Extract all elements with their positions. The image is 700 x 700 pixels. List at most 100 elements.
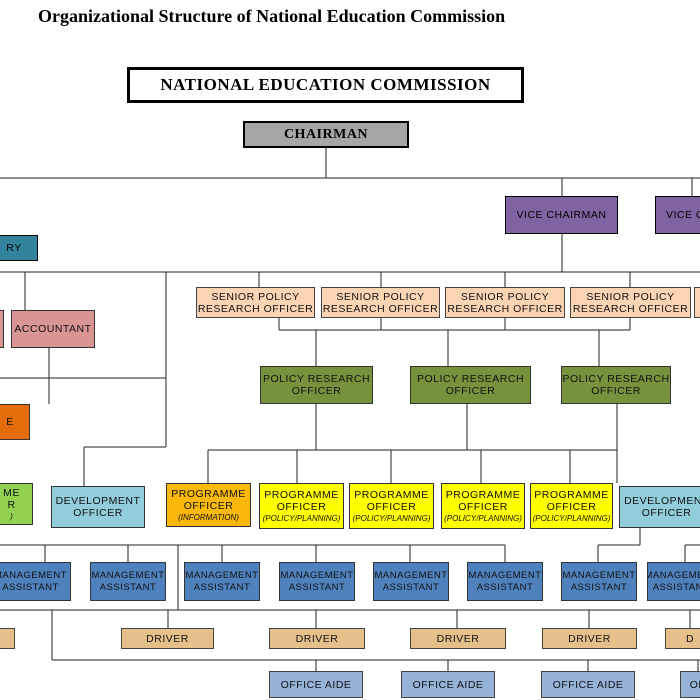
org-box-line2: R <box>7 498 16 511</box>
org-box-line1: PROGRAMME <box>534 488 609 501</box>
org-box-line1: POLICY RESEARCH <box>416 373 525 385</box>
org-box-line2: ASSISTANT <box>2 581 59 593</box>
org-box-line1: PROGRAMME <box>354 488 429 501</box>
org-box-dr4: DRIVER <box>542 628 637 649</box>
org-box-line2: OFFICER <box>445 385 496 397</box>
org-box-line1: ACCOUNTANT <box>14 323 92 335</box>
org-box-nec: NATIONAL EDUCATION COMMISSION <box>127 67 524 103</box>
org-box-orange: E <box>0 404 30 440</box>
org-box-line2: OFFICER <box>641 507 692 519</box>
org-box-line1: SENIOR POLICY <box>211 290 300 303</box>
org-box-line1: RY <box>6 242 22 254</box>
org-box-line1: OFFICE AIDE <box>412 678 484 691</box>
org-box-line2: ASSISTANT <box>99 581 157 593</box>
org-box-line1: VICE CHAIRMAN <box>516 209 607 221</box>
org-box-sec: RY <box>0 235 38 261</box>
org-box-line2: RESEARCH OFFICER <box>447 302 563 315</box>
org-box-dr0 <box>0 628 15 649</box>
org-box-line2: ASSISTANT <box>193 581 251 593</box>
org-box-line1: DEVELOPMENT <box>624 495 700 507</box>
org-box-oa2: OFFICE AIDE <box>401 671 495 698</box>
org-box-spro5 <box>694 287 700 318</box>
org-box-dr5: D <box>665 628 700 649</box>
org-box-line2: OFFICER <box>546 500 597 513</box>
org-box-line1: POLICY RESEARCH <box>262 373 371 385</box>
org-box-sub: (INFORMATION) <box>178 512 239 522</box>
org-box-sub: (POLICY/PLANNING) <box>532 513 611 523</box>
org-box-line1: DRIVER <box>568 632 611 645</box>
org-box-line1: OFFICE AIDE <box>280 678 352 691</box>
org-box-line2: ASSISTANT <box>652 581 700 593</box>
org-box-line1: OF <box>689 678 700 691</box>
org-box-dr3: DRIVER <box>410 628 506 649</box>
org-box-line1: OFFICE AIDE <box>552 678 624 691</box>
org-box-line1: CHAIRMAN <box>283 126 369 142</box>
org-box-oa4: OF <box>680 671 700 698</box>
org-box-line1: MANAGEMENT <box>280 569 354 581</box>
org-box-line1: MANAGEMENT <box>468 569 542 581</box>
org-box-vc1: VICE CHAIRMAN <box>505 196 618 234</box>
org-box-line1: PROGRAMME <box>171 487 246 500</box>
org-box-line2: OFFICER <box>291 385 342 397</box>
org-box-line2: ASSISTANT <box>288 581 346 593</box>
org-box-line1: SENIOR POLICY <box>336 290 425 303</box>
org-box-line1: DRIVER <box>436 632 480 645</box>
org-box-sub: (POLICY/PLANNING) <box>352 513 431 523</box>
org-box-line1: MANAGEMENT <box>562 569 636 581</box>
org-box-line1: SENIOR POLICY <box>460 290 550 303</box>
org-box-line1: PROGRAMME <box>445 488 521 501</box>
org-box-line2: OFFICER <box>366 500 417 513</box>
org-box-oa3: OFFICE AIDE <box>541 671 635 698</box>
org-box-line2: OFFICER <box>591 385 641 397</box>
org-box-line1: VICE C <box>665 209 700 221</box>
org-box-sub: (POLICY/PLANNING) <box>444 513 522 523</box>
org-box-sub: (POLICY/PLANNING) <box>262 513 341 523</box>
org-box-line2: ASSISTANT <box>382 581 440 593</box>
org-box-line2: OFFICER <box>276 500 327 513</box>
org-box-line1: DRIVER <box>295 632 339 645</box>
org-box-oa1: OFFICE AIDE <box>269 671 363 698</box>
org-box-line1: MANAGEMENT <box>0 569 68 581</box>
org-box-sub: ) <box>10 511 13 521</box>
org-box-line2: RESEARCH OFFICER <box>322 302 439 315</box>
org-box-line1: MANAGEMENT <box>647 569 700 581</box>
org-box-line2: OFFICER <box>458 500 508 513</box>
org-box-line1: PROGRAMME <box>264 488 339 501</box>
org-box-line2: RESEARCH OFFICER <box>572 302 689 315</box>
org-box-line1: MANAGEMENT <box>91 569 165 581</box>
org-box-line2: OFFICER <box>73 507 123 519</box>
org-box-line1: DEVELOPMENT <box>55 495 141 507</box>
org-box-line1: MANAGEMENT <box>374 569 448 581</box>
org-box-line2: OFFICER <box>183 499 234 512</box>
org-box-vc2: VICE C <box>655 196 700 234</box>
org-box-dr2: DRIVER <box>269 628 365 649</box>
org-box-dr1: DRIVER <box>121 628 214 649</box>
org-box-acc0 <box>0 310 4 348</box>
org-box-acc: ACCOUNTANT <box>11 310 95 348</box>
org-box-line1: NATIONAL EDUCATION COMMISSION <box>160 75 491 94</box>
org-box-line2: RESEARCH OFFICER <box>197 302 314 315</box>
